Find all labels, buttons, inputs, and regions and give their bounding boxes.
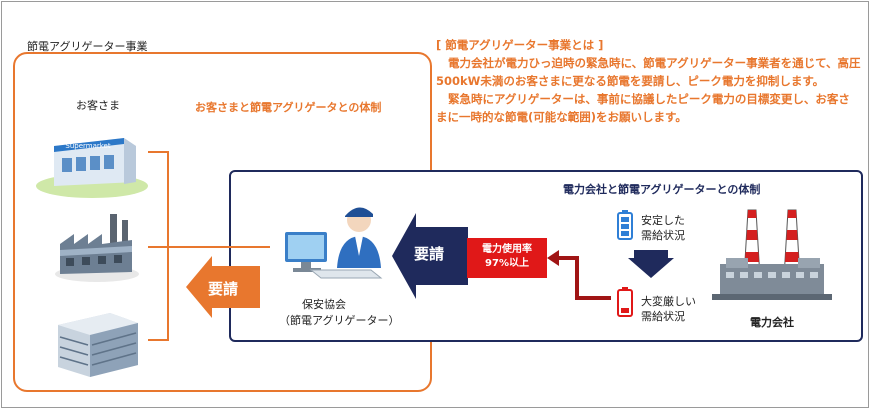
description-heading: [ 節電アグリゲーター事業とは ] [436, 38, 604, 52]
aggregator-label-1: 保安協会 [302, 298, 346, 311]
battery-full-icon [617, 210, 633, 240]
request-label-left: 要請 [208, 280, 239, 298]
factory-icon [55, 214, 139, 282]
power-relation-title: 電力会社と節電アグリゲーターとの体制 [563, 183, 761, 196]
usage-connector-arrow [547, 250, 611, 300]
down-arrow-icon [628, 250, 674, 278]
usage-rate-value: 97%以上 [485, 258, 529, 269]
office-building-icon [58, 313, 138, 377]
project-label: 節電アグリゲーター事業 [27, 40, 148, 53]
battery-low-icon [617, 287, 633, 317]
customer-relation-title: お客さまと節電アグリゲータとの体制 [195, 101, 382, 114]
usage-rate-label: 電力使用率 [482, 244, 532, 255]
power-company-label: 電力会社 [750, 316, 794, 329]
description-block: [ 節電アグリゲーター事業とは ] 電力会社が電力ひっ迫時の緊急時に、節電アグリ… [436, 36, 861, 126]
usage-rate-box: 電力使用率 97%以上 [467, 238, 547, 278]
power-plant-icon [712, 209, 832, 300]
description-para1: 電力会社が電力ひっ迫時の緊急時に、節電アグリゲーター事業者を通じて、高圧500k… [436, 56, 861, 88]
operator-icon [285, 207, 383, 279]
description-para2: 緊急時にアグリゲーターは、事前に協議したピーク電力の目標変更し、お客さまに一時的… [436, 92, 850, 124]
severe-label-1: 大変厳しい [641, 295, 696, 308]
customer-label: お客さま [76, 99, 120, 112]
store-sign: Supermarket [65, 142, 110, 150]
request-arrow-to-aggregator [392, 213, 468, 299]
stable-label-2: 需給状況 [641, 229, 685, 242]
stable-label-1: 安定した [641, 214, 685, 227]
supermarket-icon: Supermarket [36, 138, 148, 198]
aggregator-label-2: （節電アグリゲーター） [279, 314, 400, 327]
request-label-right: 要請 [414, 245, 445, 263]
customer-connector-lines [148, 151, 270, 341]
severe-label-2: 需給状況 [641, 310, 685, 323]
request-arrow-to-customer [186, 256, 260, 318]
